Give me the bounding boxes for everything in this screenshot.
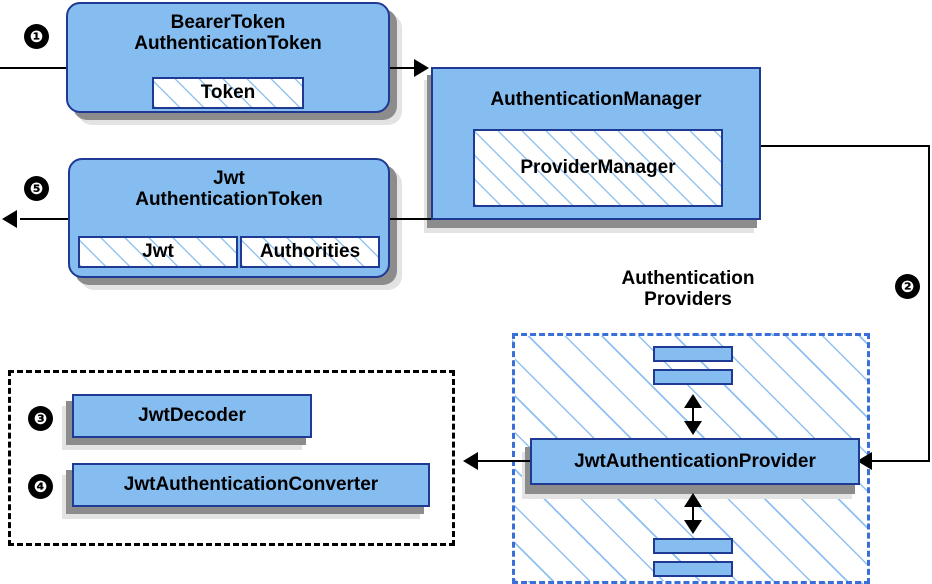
arrow-bearer-to-manager [414,59,429,77]
jwt-converter-title: JwtAuthenticationConverter [123,474,379,496]
step-marker-5: ❺ [24,176,49,201]
arrow-response-out [2,210,17,228]
step-marker-2: ❷ [895,274,920,299]
step-marker-1: ❶ [24,24,49,49]
connector-into-provider [872,460,930,462]
connector-provider-bottom [692,503,694,523]
arrow-provider-bottom-down [684,520,702,534]
arrow-into-jwt-provider [857,452,872,470]
jwt-token-attr-jwt: Jwt [78,236,238,268]
step-marker-3: ❸ [28,406,53,431]
connector-right-down [928,145,930,461]
provider-stub-top-bar-1 [653,346,733,362]
node-jwt-authentication-provider[interactable]: JwtAuthenticationProvider [530,438,860,485]
jwt-token-title: Jwt AuthenticationToken [135,168,323,211]
step-marker-4: ❹ [28,474,53,499]
jwt-decoder-title: JwtDecoder [138,405,246,427]
connector-manager-right [760,145,930,147]
node-bearer-token-authentication-token[interactable]: BearerToken AuthenticationToken Token [66,2,390,113]
connector-provider-top [692,404,694,424]
group-jwt-support-components [8,370,455,546]
authentication-manager-attr-provider-manager: ProviderManager [473,129,723,207]
connector-bearer-to-manager [390,67,419,69]
jwt-provider-title: JwtAuthenticationProvider [574,450,816,472]
connector-jwt-token-out [20,218,72,220]
provider-stub-bottom-bar-1 [653,538,733,554]
connector-provider-to-support [478,460,530,462]
arrow-provider-bottom-up [684,493,702,507]
authentication-manager-title: AuthenticationManager [490,89,702,110]
node-jwt-authentication-token[interactable]: Jwt AuthenticationToken Jwt Authorities [68,158,390,278]
authentication-providers-caption: Authentication Providers [621,268,755,311]
bearer-token-attr-token: Token [152,77,304,109]
provider-stub-bottom-bar-2 [653,561,733,577]
node-jwt-decoder[interactable]: JwtDecoder [72,394,312,438]
connector-request-in [0,67,70,69]
arrow-provider-top-down [684,421,702,435]
bearer-token-title: BearerToken AuthenticationToken [134,12,322,55]
arrow-provider-top-up [684,394,702,408]
node-authentication-manager[interactable]: AuthenticationManager ProviderManager [431,67,761,220]
arrow-provider-to-support [463,452,478,470]
node-jwt-authentication-converter[interactable]: JwtAuthenticationConverter [72,463,430,507]
connector-manager-to-jwt-token [390,218,435,220]
jwt-token-attr-authorities: Authorities [240,236,380,268]
provider-stub-top-bar-2 [653,369,733,385]
